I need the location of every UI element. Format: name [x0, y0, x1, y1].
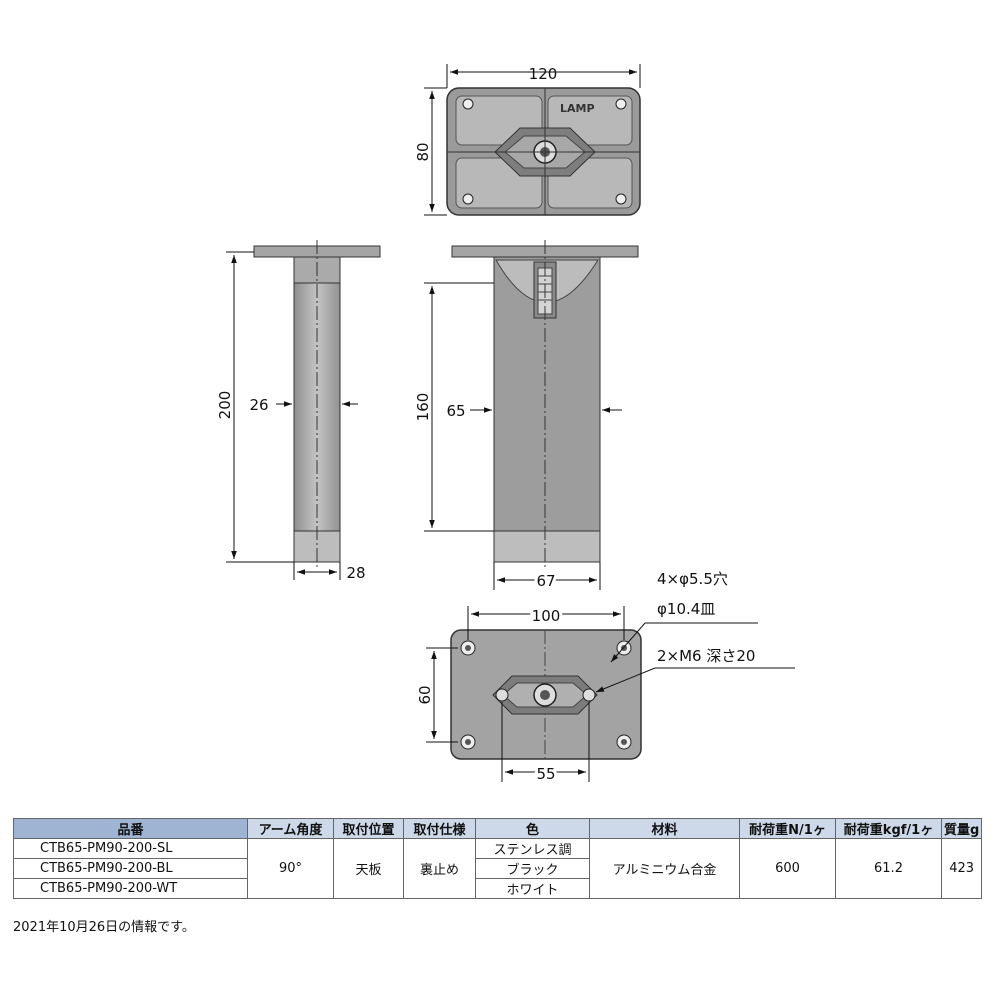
table-header-row: 品番 アーム角度 取付位置 取付仕様 色 材料 耐荷重N/1ヶ 耐荷重kgf/1… [13, 818, 983, 839]
dim-front-height: 160 [414, 393, 432, 422]
col-header-part: 品番 [13, 818, 248, 839]
col-header-material: 材料 [589, 818, 740, 839]
part-number: CTB65-PM90-200-BL [13, 858, 248, 879]
table-row: CTB65-PM90-200-SL 90° 天板 裏止め ステンレス調 アルミニ… [13, 838, 983, 899]
callout-countersink: φ10.4皿 [657, 600, 715, 618]
table-row: CTB65-PM90-200-WT ホワイト [13, 878, 982, 899]
part-number: CTB65-PM90-200-WT [13, 878, 248, 899]
color-cell: ブラック [475, 858, 590, 879]
color-cell: ステンレス調 [475, 838, 590, 859]
mount-position: 天板 [333, 838, 404, 899]
dim-top-width: 120 [529, 65, 558, 83]
load-kgf: 61.2 [835, 838, 942, 899]
spec-table: 品番 アーム角度 取付位置 取付仕様 色 材料 耐荷重N/1ヶ 耐荷重kgf/1… [13, 818, 983, 899]
col-header-spec: 取付仕様 [403, 818, 476, 839]
arm-angle: 90° [247, 838, 334, 899]
callout-holes: 4×φ5.5穴 [657, 570, 728, 588]
callout-thread: 2×M6 深さ20 [657, 647, 755, 665]
col-header-angle: アーム角度 [247, 818, 334, 839]
dim-bottom-width: 100 [532, 607, 561, 625]
dim-bottom-hole-span: 55 [536, 765, 555, 783]
color-cell: ホワイト [475, 878, 590, 899]
bottom-view: 100 60 55 4×φ5.5穴 φ10.4皿 2×M6 深さ20 [416, 570, 795, 786]
dim-bottom-height: 60 [416, 685, 434, 704]
col-header-load-n: 耐荷重N/1ヶ [739, 818, 836, 839]
top-view: LAMP 120 80 [414, 64, 641, 216]
col-header-position: 取付位置 [333, 818, 404, 839]
col-header-load-kgf: 耐荷重kgf/1ヶ [835, 818, 942, 839]
dim-side-diameter: 26 [249, 396, 268, 414]
dim-side-foot: 28 [346, 564, 365, 582]
dim-front-foot: 67 [536, 572, 555, 590]
technical-drawing: LAMP 120 80 200 26 28 [216, 64, 795, 786]
col-header-mass: 質量g [940, 818, 983, 839]
lamp-logo: LAMP [560, 102, 595, 115]
table-row: CTB65-PM90-200-BL ブラック [13, 858, 982, 879]
dim-side-height: 200 [216, 391, 234, 420]
mount-spec: 裏止め [403, 838, 476, 899]
side-view: 200 26 28 [216, 240, 381, 582]
material: アルミニウム合金 [589, 838, 740, 899]
dim-front-width: 65 [446, 402, 465, 420]
part-number: CTB65-PM90-200-SL [13, 838, 248, 859]
dim-top-height: 80 [414, 142, 432, 161]
front-view: 160 65 67 [414, 240, 639, 593]
load-n: 600 [739, 838, 836, 899]
mass: 423 [940, 838, 983, 899]
col-header-color: 色 [475, 818, 590, 839]
info-date-note: 2021年10月26日の情報です。 [13, 920, 195, 935]
